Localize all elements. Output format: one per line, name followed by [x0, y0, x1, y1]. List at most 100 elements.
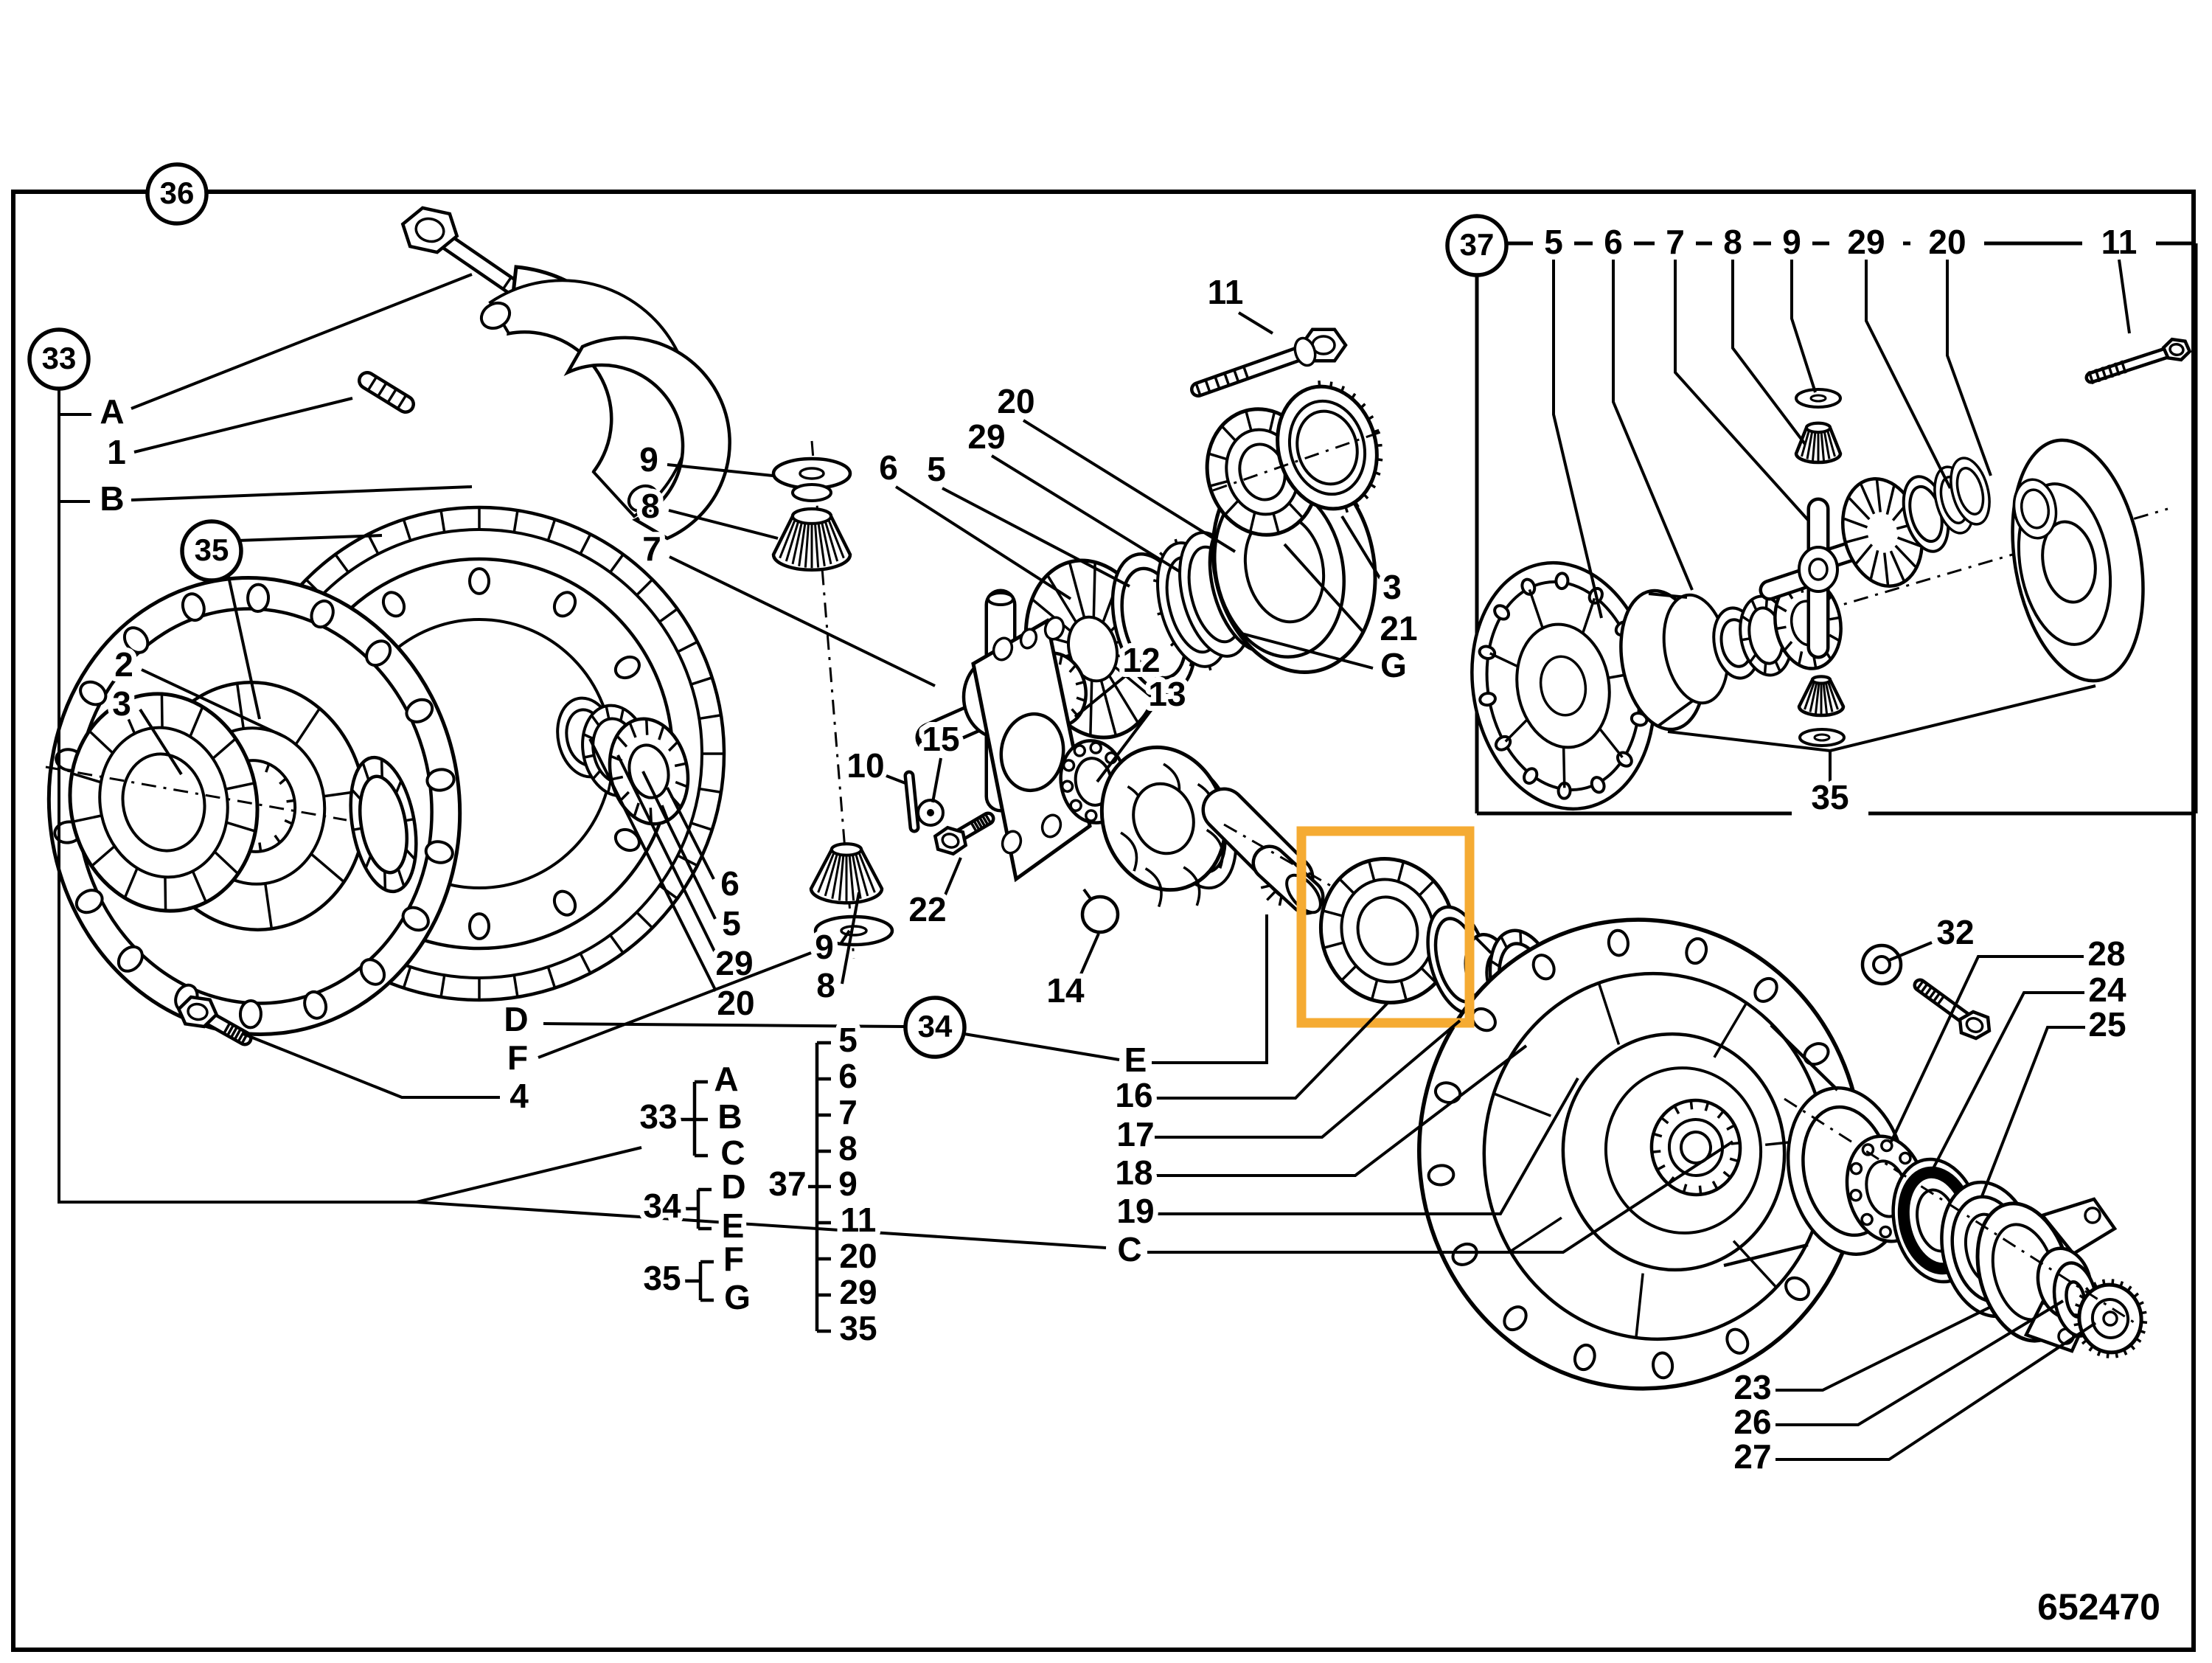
ref33-connector	[417, 1202, 1106, 1248]
legend-item-37-9: 9	[838, 1164, 858, 1203]
inset-label-8: 8	[1723, 223, 1742, 261]
inset-label-5: 5	[1544, 223, 1563, 261]
assembly-ref-34: 34	[918, 1009, 953, 1044]
leader-line	[131, 487, 472, 500]
leader-line	[243, 1034, 500, 1097]
part-label-29: 29	[967, 417, 1005, 456]
legend-item-37-8: 8	[838, 1129, 858, 1167]
leader-line	[2119, 260, 2129, 333]
legend-item-33-C: C	[720, 1133, 745, 1172]
leader-line	[1152, 914, 1267, 1063]
part-shape	[800, 468, 824, 479]
assembly-ref-35: 35	[195, 532, 229, 567]
leader-line	[1830, 686, 2096, 751]
leader-line	[1982, 1027, 2085, 1196]
legend-item-35-F: F	[723, 1240, 744, 1278]
part-label-24: 24	[2088, 971, 2126, 1009]
legend-item-33-B: B	[717, 1097, 742, 1136]
leader-line	[1239, 313, 1273, 333]
leader-line	[1792, 260, 1815, 392]
leader-line	[1932, 993, 2084, 1171]
part-label-27: 27	[1733, 1437, 1771, 1476]
legend-ref-34: 34	[643, 1187, 681, 1225]
inset-label-11: 11	[2101, 223, 2138, 261]
part-label-25: 25	[2088, 1005, 2126, 1044]
inset-label-20: 20	[1928, 223, 1966, 261]
drawing-line	[1084, 889, 1091, 900]
part-shape	[1809, 559, 1827, 580]
part-label-9: 9	[815, 928, 834, 966]
part-label-32: 32	[1936, 913, 1974, 951]
part-label-26: 26	[1733, 1403, 1771, 1441]
leader-line	[1613, 260, 1692, 590]
part-label-19: 19	[1116, 1192, 1154, 1230]
part-label-10: 10	[846, 746, 884, 785]
part-label-20: 20	[717, 984, 754, 1022]
assembly-ref-36: 36	[160, 176, 195, 210]
legend-ref-37: 37	[768, 1164, 806, 1203]
part-shape	[988, 593, 1013, 605]
part-shape	[793, 509, 831, 524]
part-shape	[1815, 735, 1829, 740]
assembly-ref-33: 33	[42, 341, 77, 375]
inset-label-29: 29	[1847, 223, 1885, 261]
leader-line	[883, 774, 905, 783]
part-shape	[1812, 676, 1830, 683]
part-label-16: 16	[1115, 1076, 1152, 1114]
part-label-3: 3	[1382, 568, 1402, 606]
part-label-6: 6	[720, 864, 740, 903]
part-label-E: E	[1124, 1041, 1147, 1079]
part-label-17: 17	[1116, 1115, 1154, 1153]
part-shape	[1806, 423, 1830, 432]
part-label-G: G	[1380, 646, 1407, 684]
leader-line	[1733, 260, 1805, 444]
part-label-F: F	[507, 1038, 528, 1077]
part-label-8: 8	[641, 487, 660, 525]
leader-line	[1153, 1003, 1388, 1098]
part-label-18: 18	[1115, 1153, 1152, 1192]
legend-item-37-20: 20	[839, 1237, 877, 1275]
legend-item-37-6: 6	[838, 1057, 858, 1095]
part-label-C: C	[1117, 1230, 1141, 1268]
part-label-28: 28	[2087, 934, 2125, 973]
drawing-number: 652470	[2037, 1586, 2160, 1628]
part-label-1: 1	[107, 433, 126, 471]
legend-item-34-D: D	[721, 1167, 745, 1206]
leader-line	[1947, 260, 1991, 476]
part-label-D: D	[504, 1000, 528, 1038]
legend-item-37-11: 11	[841, 1201, 877, 1239]
part-shape	[832, 844, 861, 855]
leader-line	[942, 488, 1130, 586]
leader-line	[1155, 1021, 1460, 1137]
leader-line	[1775, 1307, 1991, 1390]
legend-item-33-A: A	[714, 1060, 738, 1098]
leader-line	[1023, 420, 1235, 552]
inset-label-7: 7	[1666, 223, 1685, 261]
inset-label-6: 6	[1604, 223, 1623, 261]
part-label-A: A	[100, 392, 124, 431]
part-label-22: 22	[908, 890, 946, 928]
part-label-9: 9	[639, 440, 658, 479]
part-label-20: 20	[997, 382, 1034, 420]
leader-line	[134, 398, 352, 452]
part-label-5: 5	[927, 450, 946, 488]
part-shape	[2169, 343, 2184, 355]
part-shape	[793, 485, 831, 501]
part-label-12: 12	[1122, 641, 1160, 679]
part-label-5: 5	[722, 904, 741, 942]
legend-item-37-5: 5	[838, 1021, 858, 1059]
leader-line	[933, 758, 941, 802]
leader-line	[1675, 260, 1808, 520]
part-label-B: B	[100, 479, 124, 518]
part-label-21: 21	[1380, 609, 1417, 648]
part-label-23: 23	[1733, 1368, 1771, 1406]
part-label-13: 13	[1148, 675, 1186, 713]
leader-line	[1866, 260, 1950, 488]
legend-item-37-35: 35	[839, 1309, 877, 1347]
ref34-connector	[964, 1034, 1119, 1060]
part-label-14: 14	[1046, 971, 1085, 1010]
part-shape	[1811, 395, 1826, 401]
part-label-2: 2	[114, 645, 133, 684]
part-label-8: 8	[816, 966, 835, 1004]
legend-item-35-G: G	[724, 1278, 751, 1316]
